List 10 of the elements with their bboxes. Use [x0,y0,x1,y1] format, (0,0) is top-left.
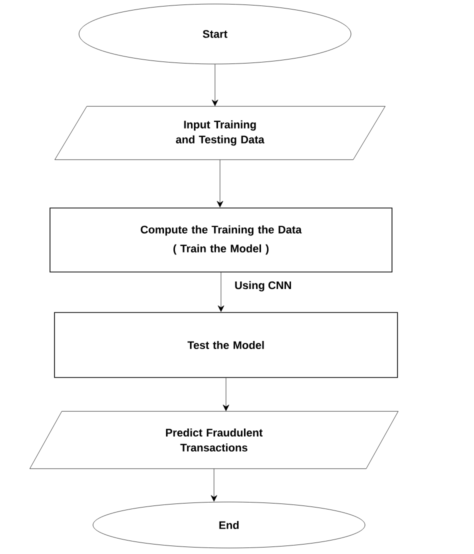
arrow [216,160,224,208]
input-parallelogram: Predict Fraudulent Transactions [30,411,398,469]
process-box: Compute the Training the Data ( Train the Model ) [50,208,392,272]
edge-label: Using CNN [235,281,291,292]
arrow [212,64,218,106]
input-parallelogram: Input Training and Testing Data [54,106,386,160]
arrow [222,378,230,412]
arrow [218,272,224,312]
process-box: Test the Model [54,312,398,378]
arrow [210,468,218,502]
